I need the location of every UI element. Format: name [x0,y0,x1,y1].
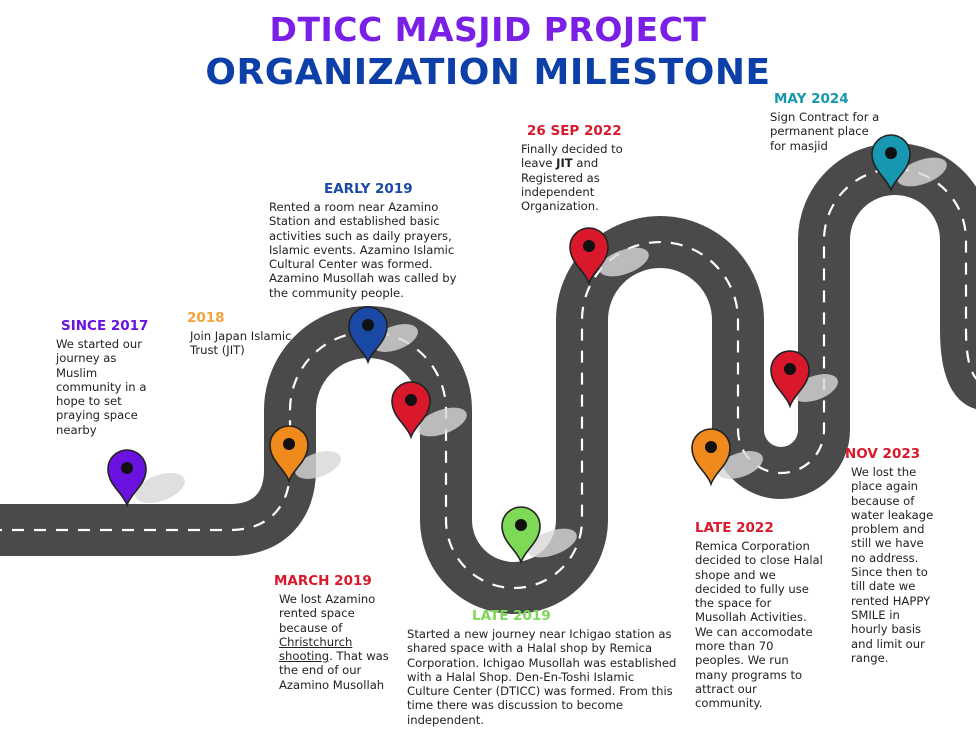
milestone-text: Sign Contract for a permanent place for … [770,110,880,153]
milestone-label: SINCE 2017 [61,318,149,334]
milestone-label: NOV 2023 [845,446,921,462]
milestone-label: 2018 [187,310,225,326]
milestone-label: MAY 2024 [774,91,849,107]
milestone-label: 26 SEP 2022 [527,123,622,139]
milestone-26-sep-2022: 26 SEP 2022 Finally decided to leave JIT… [521,123,641,213]
title-line-1: DTICC MASJID PROJECT [269,10,707,49]
milestone-label: LATE 2022 [695,520,774,536]
milestone-2018: 2018 Join Japan Islamic Trust (JIT) [187,310,327,358]
milestone-text: We started our journey as Muslim communi… [56,337,147,437]
title-line-2: ORGANIZATION MILESTONE [205,52,771,93]
milestone-label: MARCH 2019 [274,573,372,589]
milestone-text: Rented a room near Azamino Station and e… [269,200,457,300]
milestone-late-2022: LATE 2022 Remica Corporation decided to … [695,520,823,711]
milestone-label: EARLY 2019 [324,181,413,197]
milestone-text: Remica Corporation decided to close Hala… [695,539,823,711]
milestone-late-2019: LATE 2019 Started a new journey near Ich… [407,608,679,727]
milestone-may-2024: MAY 2024 Sign Contract for a permanent p… [770,91,890,153]
milestone-text: Join Japan Islamic Trust (JIT) [190,329,292,358]
milestone-nov-2023: NOV 2023 We lost the place again because… [845,446,945,665]
milestone-since-2017: SINCE 2017 We started our journey as Mus… [56,318,156,437]
milestone-march-2019: MARCH 2019 We lost Azamino rented space … [274,573,394,692]
milestone-label: LATE 2019 [472,608,551,624]
milestone-early-2019: EARLY 2019 Rented a room near Azamino St… [269,181,465,300]
milestone-text: We lost Azamino rented space because of … [279,592,389,692]
milestone-text: We lost the place again because of water… [851,465,934,665]
christchurch-shooting-link[interactable]: Christchurch shooting [279,634,353,664]
milestone-text: Started a new journey near Ichigao stati… [407,627,677,727]
milestone-text: Finally decided to leave JIT and Registe… [521,142,623,214]
